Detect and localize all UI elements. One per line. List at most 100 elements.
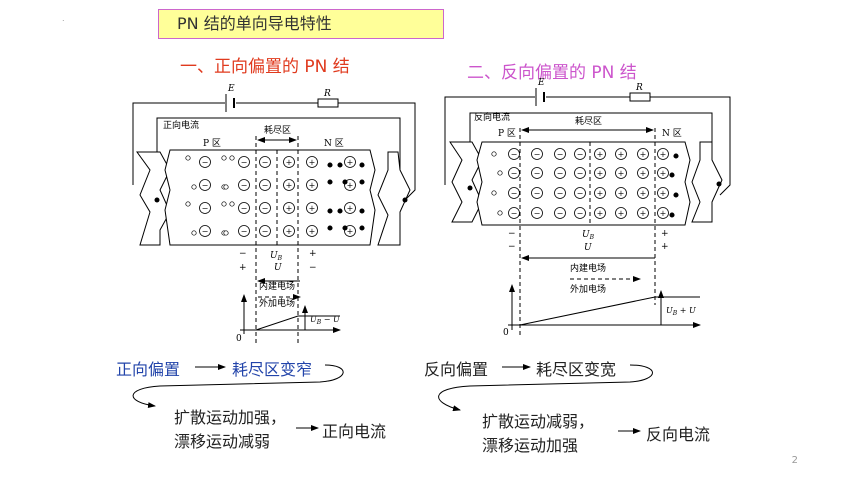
ion-sign: + bbox=[347, 227, 354, 236]
donor-ion bbox=[657, 207, 669, 219]
electron bbox=[669, 172, 675, 178]
electron bbox=[673, 192, 679, 198]
acceptor-ion bbox=[531, 207, 543, 219]
external-field-label: 外加电场 bbox=[570, 283, 606, 295]
electron bbox=[327, 225, 333, 231]
ion-sign: − bbox=[262, 181, 269, 190]
ion-sign: + bbox=[640, 189, 647, 198]
donor-ion bbox=[306, 179, 318, 191]
plus-sign: + bbox=[309, 249, 317, 259]
acceptor-ion bbox=[238, 179, 250, 191]
potential-label: UB − U bbox=[310, 315, 340, 326]
wire-right bbox=[650, 96, 731, 196]
ion-sign: − bbox=[262, 227, 269, 236]
u-label: U bbox=[584, 243, 592, 253]
acceptor-ion bbox=[574, 187, 586, 199]
ion-sign: + bbox=[618, 150, 625, 159]
wire-right bbox=[338, 102, 416, 201]
acceptor-ion bbox=[508, 207, 520, 219]
ion-sign: + bbox=[597, 150, 604, 159]
electron bbox=[342, 225, 348, 231]
minus-sign: − bbox=[309, 263, 317, 273]
ion-sign: + bbox=[660, 209, 667, 218]
hole bbox=[491, 151, 497, 157]
battery-label: E bbox=[537, 78, 545, 88]
ion-sign: − bbox=[577, 169, 584, 178]
depletion-label: 耗尽区 bbox=[264, 125, 291, 136]
donor-ion bbox=[344, 156, 356, 168]
ion-sign: + bbox=[347, 181, 354, 190]
electron bbox=[673, 153, 679, 159]
ion-sign: − bbox=[557, 150, 564, 159]
page-title: PN 结的单向导电特性 bbox=[158, 9, 444, 39]
ion-sign: − bbox=[262, 204, 269, 213]
electron bbox=[359, 162, 365, 168]
donor-ion bbox=[637, 187, 649, 199]
ion-sign: − bbox=[577, 209, 584, 218]
hole bbox=[191, 184, 197, 190]
ion-sign: − bbox=[511, 150, 518, 159]
forward-result: 正向电流 bbox=[322, 422, 387, 441]
electron bbox=[342, 179, 348, 185]
external-field-label: 外加电场 bbox=[259, 297, 295, 309]
ion-sign: − bbox=[534, 209, 541, 218]
crystal-body bbox=[476, 141, 691, 226]
p-region-label: P 区 bbox=[498, 128, 516, 139]
right-electrode bbox=[691, 141, 723, 223]
ion-sign: − bbox=[511, 209, 518, 218]
ion-sign: − bbox=[534, 150, 541, 159]
donor-ion bbox=[615, 148, 627, 160]
acceptor-ion bbox=[259, 179, 271, 191]
hole bbox=[223, 184, 229, 190]
ion-sign: + bbox=[618, 209, 625, 218]
ion-sign: + bbox=[618, 189, 625, 198]
acceptor-ion bbox=[199, 225, 211, 237]
ion-sign: − bbox=[577, 150, 584, 159]
donor-ion bbox=[637, 207, 649, 219]
reverse-bias-diagram: −−−−++++−−−−++++−−−−++++−−−−++++ E R 反向电… bbox=[444, 78, 731, 338]
potential-curve bbox=[512, 296, 700, 326]
forward-charges: −−−+++−−−+++−−−+++−−−+++ bbox=[185, 155, 365, 237]
current-label: 正向电流 bbox=[163, 119, 199, 131]
electron bbox=[327, 162, 333, 168]
ion-sign: + bbox=[640, 209, 647, 218]
donor-ion bbox=[283, 202, 295, 214]
electron bbox=[337, 208, 343, 214]
hole bbox=[221, 201, 227, 207]
donor-ion bbox=[594, 167, 606, 179]
ion-sign: + bbox=[618, 169, 625, 178]
wire-left bbox=[132, 102, 225, 185]
forward-heading: 一、正向偏置的 PN 结 bbox=[180, 57, 350, 77]
ion-sign: + bbox=[347, 158, 354, 167]
ub-label: UB bbox=[270, 251, 283, 262]
acceptor-ion bbox=[508, 167, 520, 179]
acceptor-ion bbox=[554, 148, 566, 160]
minus-sign: − bbox=[508, 242, 516, 252]
electron bbox=[327, 179, 333, 185]
reverse-cause: 反向偏置 bbox=[424, 360, 489, 379]
electron bbox=[327, 208, 333, 214]
ion-sign: − bbox=[577, 189, 584, 198]
ion-sign: − bbox=[557, 209, 564, 218]
donor-ion bbox=[283, 179, 295, 191]
forward-line2: 漂移运动减弱 bbox=[174, 432, 271, 451]
acceptor-ion bbox=[508, 148, 520, 160]
ion-sign: + bbox=[286, 227, 293, 236]
battery-label: E bbox=[227, 84, 235, 94]
ion-sign: + bbox=[286, 181, 293, 190]
acceptor-ion bbox=[238, 225, 250, 237]
corner-mark: . bbox=[62, 14, 65, 23]
ion-sign: − bbox=[241, 158, 248, 167]
donor-ion bbox=[594, 187, 606, 199]
ion-sign: − bbox=[557, 189, 564, 198]
right-electrode bbox=[377, 151, 411, 246]
ion-sign: − bbox=[241, 204, 248, 213]
resistor bbox=[629, 92, 651, 102]
resistor-label: R bbox=[635, 83, 643, 93]
hole bbox=[221, 155, 227, 161]
forward-bias-diagram: −−−+++−−−+++−−−+++−−−+++ E R 正向电流 P 区 N … bbox=[132, 84, 416, 345]
donor-ion bbox=[615, 187, 627, 199]
n-region-label: N 区 bbox=[324, 138, 344, 149]
donor-ion bbox=[615, 167, 627, 179]
plus-sign: + bbox=[239, 263, 247, 273]
